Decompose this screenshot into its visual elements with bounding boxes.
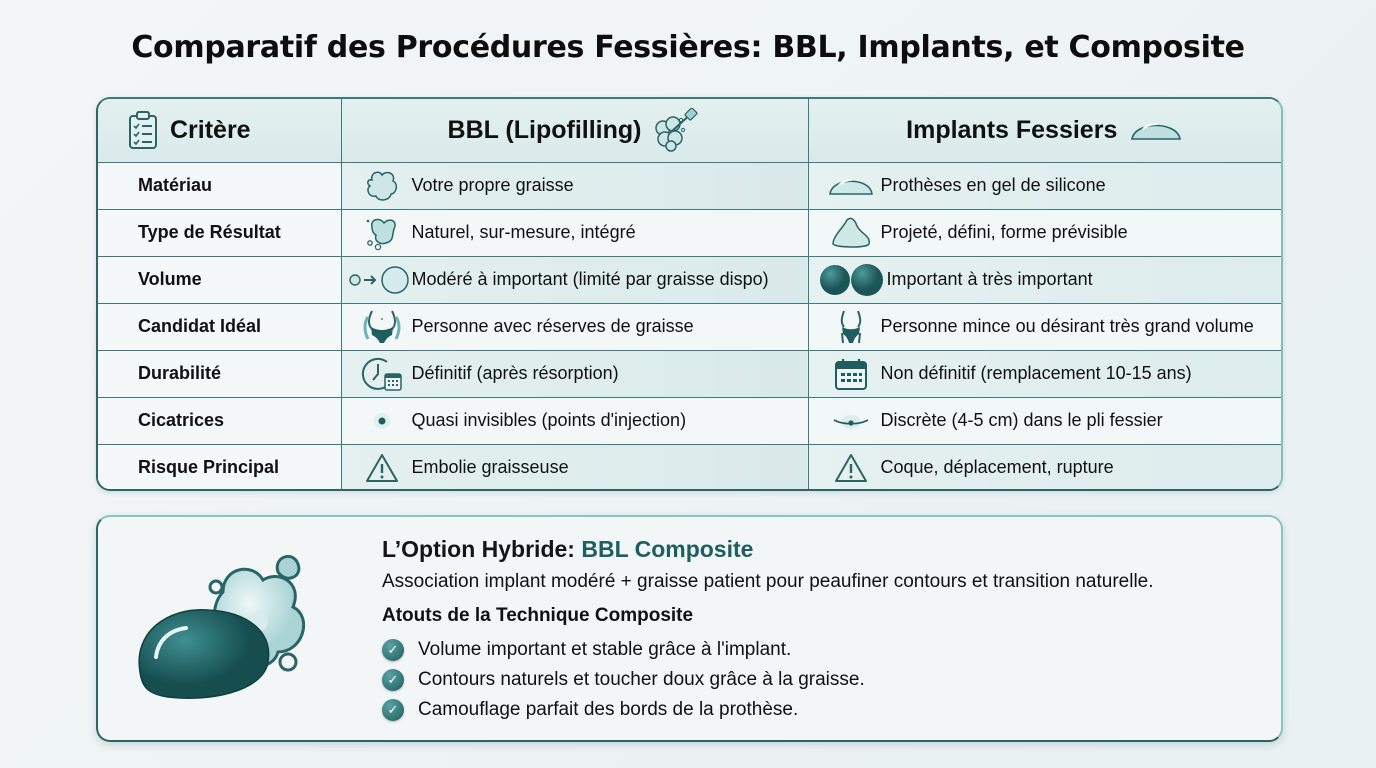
clipboard-checklist-icon bbox=[129, 111, 157, 150]
implant-text: Coque, déplacement, rupture bbox=[880, 457, 1114, 478]
benefit-item: ✓ Contours naturels et toucher doux grâce… bbox=[382, 665, 1261, 695]
table-row: Candidat Idéal Personne avec réserves de… bbox=[98, 303, 1281, 351]
header-implants-label: Implants Fessiers bbox=[906, 115, 1118, 144]
table-header-row: Critère BBL (Lipofilling) bbox=[98, 99, 1281, 163]
criterion-cell: Volume bbox=[98, 256, 342, 304]
warning-triangle-icon bbox=[365, 453, 398, 482]
implant-cell: Prothèses en gel de silicone bbox=[808, 162, 1281, 210]
fat-cluster-icon bbox=[366, 171, 397, 201]
criterion-cell: Matériau bbox=[98, 162, 342, 210]
implant-cell: Discrète (4-5 cm) dans le pli fessier bbox=[808, 397, 1281, 445]
header-criterion: Critère bbox=[98, 99, 342, 163]
hybrid-option-card: L’Option Hybride: BBL Composite Associat… bbox=[96, 515, 1283, 742]
bbl-cell: Naturel, sur-mesure, intégré bbox=[341, 209, 809, 257]
table-row: Cicatrices Quasi invisibles (points d'in… bbox=[98, 397, 1281, 445]
implant-cell: Coque, déplacement, rupture bbox=[808, 444, 1281, 489]
implant-text: Important à très important bbox=[886, 269, 1093, 289]
implant-cell: Non définitif (remplacement 10-15 ans) bbox=[808, 350, 1281, 398]
hybrid-title: L’Option Hybride: BBL Composite bbox=[382, 536, 1261, 563]
hybrid-description: Association implant modéré + graisse pat… bbox=[382, 571, 1154, 592]
header-implants: Implants Fessiers bbox=[808, 99, 1281, 163]
table-row: Type de Résultat Naturel, sur-mesure, in… bbox=[98, 209, 1281, 257]
bbl-text: Personne avec réserves de graisse bbox=[411, 316, 694, 336]
table-row: Risque Principal Embolie graisseuse Coqu… bbox=[98, 444, 1281, 489]
bbl-cell: Quasi invisibles (points d'injection) bbox=[341, 397, 809, 445]
implant-cell: Personne mince ou désirant très grand vo… bbox=[808, 303, 1281, 351]
injection-point-icon bbox=[373, 412, 390, 429]
bbl-cell: Votre propre graisse bbox=[341, 162, 809, 210]
hybrid-title-prefix: L’Option Hybride: bbox=[382, 536, 582, 562]
bbl-text: Modéré à important (limité par graisse d… bbox=[411, 269, 769, 289]
warning-triangle-icon bbox=[834, 453, 867, 482]
bbl-cell: Personne avec réserves de graisse bbox=[341, 303, 809, 351]
hybrid-subtitle: Atouts de la Technique Composite bbox=[382, 605, 694, 626]
bbl-cell: Embolie graisseuse bbox=[341, 444, 809, 489]
bbl-text: Définitif (après résorption) bbox=[411, 363, 619, 383]
criterion-cell: Risque Principal bbox=[98, 444, 342, 489]
hybrid-title-accent: BBL Composite bbox=[581, 536, 754, 562]
implant-cell: Projeté, défini, forme prévisible bbox=[808, 209, 1281, 257]
fat-cells-syringe-icon bbox=[655, 108, 699, 152]
implant-text: Non définitif (remplacement 10-15 ans) bbox=[880, 363, 1192, 383]
calendar-icon bbox=[834, 358, 867, 390]
implant-text: Prothèses en gel de silicone bbox=[880, 175, 1106, 195]
implant-cell: Important à très important bbox=[808, 256, 1281, 304]
benefit-item: ✓ Camouflage parfait des bords de la prot… bbox=[382, 695, 1261, 725]
check-circle-icon: ✓ bbox=[382, 669, 404, 691]
teardrop-implant-icon bbox=[831, 217, 870, 248]
criterion-cell: Durabilité bbox=[98, 350, 342, 398]
bbl-cell: Modéré à important (limité par graisse d… bbox=[341, 256, 809, 304]
check-circle-icon: ✓ bbox=[382, 639, 404, 661]
slim-body-icon bbox=[840, 310, 861, 343]
small-to-large-circle-icon bbox=[348, 265, 409, 294]
table-row: Volume Modéré à important (limité par gr… bbox=[98, 256, 1281, 304]
implant-text: Personne mince ou désirant très grand vo… bbox=[880, 316, 1254, 336]
implant-text: Discrète (4-5 cm) dans le pli fessier bbox=[880, 410, 1163, 430]
benefits-list: ✓ Volume important et stable grâce à l'im… bbox=[382, 635, 1261, 725]
organic-shape-icon bbox=[366, 218, 396, 250]
header-bbl-label: BBL (Lipofilling) bbox=[447, 115, 642, 144]
criterion-cell: Candidat Idéal bbox=[98, 303, 342, 351]
criterion-cell: Type de Résultat bbox=[98, 209, 342, 257]
two-spheres-icon bbox=[819, 263, 883, 296]
curvy-body-icon bbox=[363, 310, 400, 343]
criterion-cell: Cicatrices bbox=[98, 397, 342, 445]
bbl-text: Embolie graisseuse bbox=[411, 457, 569, 478]
table-row: Durabilité Définitif (après résorption) … bbox=[98, 350, 1281, 398]
clock-calendar-icon bbox=[361, 357, 402, 391]
bbl-text: Quasi invisibles (points d'injection) bbox=[411, 410, 687, 430]
incision-line-icon bbox=[833, 414, 868, 429]
bbl-text: Naturel, sur-mesure, intégré bbox=[411, 222, 636, 242]
benefit-text: Camouflage parfait des bords de la proth… bbox=[418, 699, 799, 720]
implant-with-fat-icon bbox=[138, 554, 306, 699]
silicone-implant-icon bbox=[828, 178, 873, 195]
header-criterion-label: Critère bbox=[170, 115, 251, 144]
check-circle-icon: ✓ bbox=[382, 699, 404, 721]
comparison-table: Critère BBL (Lipofilling) bbox=[96, 97, 1283, 491]
benefit-text: Contours naturels et toucher doux grâce … bbox=[418, 669, 865, 690]
table-row: Matériau Votre propre graisse Prothèses … bbox=[98, 162, 1281, 210]
implant-text: Projeté, défini, forme prévisible bbox=[880, 222, 1128, 242]
bbl-text: Votre propre graisse bbox=[411, 175, 574, 195]
silicone-implant-icon bbox=[1131, 123, 1182, 141]
benefit-item: ✓ Volume important et stable grâce à l'im… bbox=[382, 635, 1261, 665]
header-bbl: BBL (Lipofilling) bbox=[341, 99, 809, 163]
benefit-text: Volume important et stable grâce à l'imp… bbox=[418, 639, 792, 660]
bbl-cell: Définitif (après résorption) bbox=[341, 350, 809, 398]
page-title: Comparatif des Procédures Fessières: BBL… bbox=[131, 30, 1245, 65]
